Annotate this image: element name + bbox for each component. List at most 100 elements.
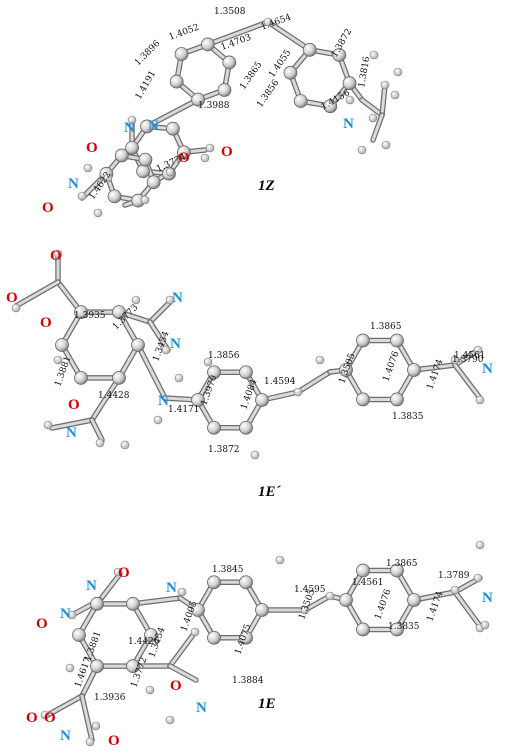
bond-highlight [371, 113, 384, 142]
hydrogen-atom [165, 167, 175, 177]
element-label-o: O [40, 315, 52, 331]
bond-length-label: 1.4561 [454, 351, 486, 361]
bond-length-label: 1.3835 [392, 412, 424, 422]
bond-highlight [145, 98, 200, 128]
heavy-atom [239, 575, 253, 590]
hydrogen-atom [473, 345, 483, 355]
element-label-o: O [118, 565, 130, 581]
bond-length-label: 1.4171 [168, 405, 200, 415]
heavy-atom [169, 74, 184, 89]
element-label-n: N [60, 728, 71, 744]
hydrogen-atom [161, 345, 171, 355]
hydrogen-atom [165, 715, 175, 725]
hydrogen-atom [450, 355, 460, 365]
heavy-atom [356, 392, 370, 407]
bond-length-label: 1.4561 [352, 578, 384, 588]
hydrogen-atom [53, 249, 63, 259]
heavy-atom [239, 420, 253, 435]
element-label-n: N [158, 393, 169, 409]
bond-length-label: 1.3865 [238, 60, 264, 92]
heavy-atom [407, 593, 421, 607]
heavy-atom [146, 175, 161, 190]
molecule-caption: 1E´ [258, 484, 282, 500]
heavy-atom [191, 92, 206, 107]
bond-highlight [131, 596, 182, 606]
bond-length-label: 1.3865 [370, 322, 402, 332]
bond-highlight [90, 418, 104, 442]
hydrogen-atom [390, 90, 400, 100]
bond-highlight [296, 370, 332, 394]
heavy-atom [138, 152, 153, 167]
heavy-atom [174, 47, 189, 61]
heavy-atom [90, 596, 104, 611]
heavy-atom [390, 563, 404, 578]
heavy-atom [323, 99, 338, 114]
bond-length-label: 1.3856 [208, 351, 240, 361]
heavy-atom [166, 121, 180, 136]
heavy-atom [74, 305, 88, 319]
bond-length-label: 1.3835 [388, 622, 420, 632]
heavy-atom [126, 596, 140, 611]
hydrogen-atom [275, 555, 285, 565]
bond-length-label: 1.4191 [134, 69, 158, 101]
element-label-n: N [170, 336, 181, 352]
heavy-atom [339, 593, 353, 607]
heavy-atom [200, 37, 215, 52]
bond-length-label: 1.3935 [74, 311, 106, 321]
bond-highlight [90, 376, 121, 422]
hydrogen-atom [393, 67, 403, 77]
labels-1e: 1.38651.38451.45611.37891.40051.45951.44… [26, 559, 493, 749]
hydrogen-atom [369, 50, 379, 60]
element-label-o: O [6, 290, 18, 306]
element-label-o: O [178, 150, 190, 166]
heavy-atom [114, 148, 129, 163]
molecule-caption: 1E [258, 696, 276, 712]
heavy-atom [207, 630, 221, 645]
hydrogen-atom [475, 540, 485, 550]
hydrogen-atom [131, 295, 141, 305]
bond-length-label: 1.3936 [94, 693, 126, 703]
hydrogen-atom [475, 395, 485, 405]
bond-highlight [44, 694, 84, 718]
hydrogen-atom [43, 420, 53, 430]
atoms-1z [77, 17, 403, 218]
heavy-atom [239, 630, 253, 645]
hydrogen-atom [368, 113, 378, 123]
heavy-atom [55, 338, 69, 352]
hydrogen-atom [200, 153, 210, 163]
heavy-atom [239, 365, 253, 380]
heavy-atom [339, 363, 353, 377]
hydrogen-atom [120, 440, 130, 450]
element-label-n: N [148, 118, 159, 134]
heavy-atom [144, 628, 158, 642]
molecule-caption: 1Z [258, 178, 275, 194]
heavy-atom [283, 65, 298, 80]
heavy-atom [207, 365, 221, 380]
element-label-n: N [482, 361, 493, 377]
heavy-atom [332, 48, 347, 62]
bond-highlight [206, 20, 270, 46]
hydrogen-atom [190, 627, 200, 637]
element-label-n: N [482, 590, 493, 606]
heavy-atom [191, 393, 205, 407]
heavy-atom [125, 140, 139, 155]
bond-length-label: 1.3789 [438, 571, 470, 581]
bond-length-label: 1.3872 [208, 445, 240, 455]
bond-length-label: 1.4174 [425, 358, 445, 391]
heavy-atom [140, 119, 154, 134]
hydrogen-atom [91, 721, 101, 731]
element-label-n: N [196, 700, 207, 716]
bond-highlight [136, 343, 167, 400]
bond-highlight [453, 363, 482, 400]
element-label-o: O [170, 678, 182, 694]
bond-length-label: 1.3845 [212, 565, 244, 575]
heavy-atom [356, 333, 370, 348]
heavy-atom [112, 305, 126, 319]
heavy-atom [293, 94, 308, 108]
hydrogen-atom [77, 191, 87, 201]
element-label-n: N [343, 116, 354, 132]
hydrogen-atom [325, 591, 335, 601]
element-label-o: O [44, 710, 56, 726]
bond-length-label: 1.3884 [232, 676, 264, 686]
